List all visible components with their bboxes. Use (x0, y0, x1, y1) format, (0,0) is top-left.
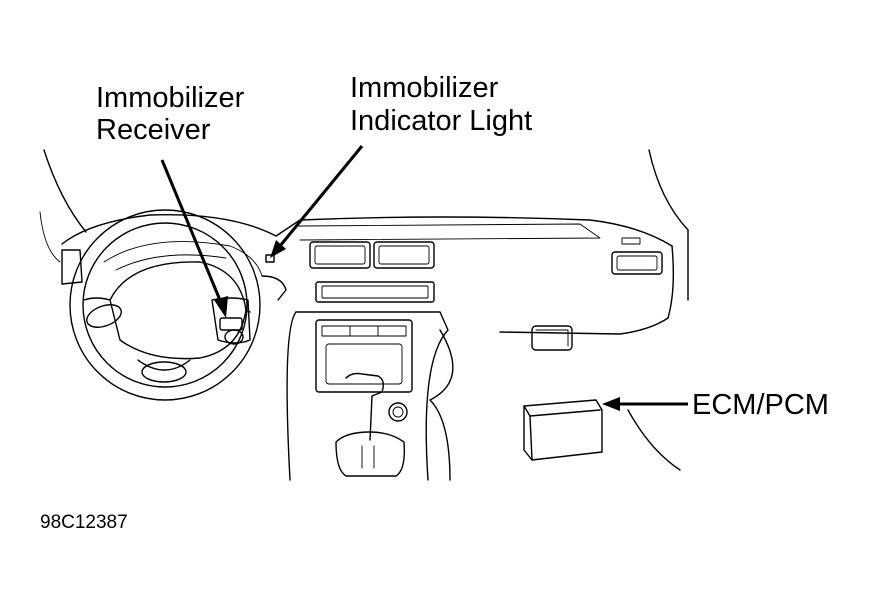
right-vent (611, 251, 663, 275)
dash-top (275, 216, 673, 247)
instrument-cluster (103, 241, 263, 277)
receiver-label-line2: Receiver (96, 114, 211, 146)
climate-panel (315, 319, 413, 393)
center-vent-left (309, 241, 371, 269)
center-console-outline (295, 311, 449, 481)
instrument-cluster-inner (115, 254, 227, 271)
horn-pad-bottom (141, 361, 187, 383)
radio-slot (315, 281, 435, 303)
receiver-label-line1: Immobilizer (96, 82, 245, 114)
receiver-arrow (160, 159, 228, 318)
ignition-key-cylinder (224, 329, 244, 345)
ecm-label: ECM/PCM (692, 389, 829, 421)
center-vent-right-inner (378, 245, 430, 265)
wiper-stalk (261, 275, 287, 301)
right-a-pillar (648, 149, 689, 231)
lighter (388, 402, 408, 422)
dash-top-left (61, 213, 277, 245)
steering-wheel-rim-inner (82, 222, 248, 388)
shift-lever (345, 372, 385, 441)
steering-spoke-left (83, 297, 111, 301)
lighter-inner (392, 406, 404, 418)
dash-top-inner (297, 223, 601, 241)
glovebox-handle-inner (535, 329, 569, 347)
dash-right-lower (499, 317, 669, 335)
lower-dash-right (429, 329, 454, 481)
right-vent-inner (616, 255, 658, 271)
ecm-box-corner (529, 415, 533, 461)
radio-slot-inner (321, 285, 429, 299)
indicator-label-line2: Indicator Light (350, 105, 533, 137)
immobilizer-receiver (219, 317, 243, 331)
indicator-label-line1: Immobilizer (350, 72, 499, 104)
left-vent (61, 249, 83, 285)
dash-right-end (667, 245, 675, 319)
climate-buttons (321, 325, 407, 337)
right-vent-tab (621, 237, 641, 245)
shift-gate (335, 431, 406, 477)
immobilizer-indicator-light (265, 254, 275, 263)
glovebox-handle (531, 325, 573, 351)
left-a-pillar (43, 149, 87, 233)
horn-pad-left (86, 304, 122, 328)
ecm-box (523, 399, 603, 461)
climate-display (325, 343, 403, 385)
steering-wheel-rim (69, 209, 261, 401)
center-console-left (286, 311, 297, 481)
ecm-arrow (602, 397, 688, 411)
floor-right (627, 409, 681, 471)
ecm-box-edge (523, 405, 601, 417)
indicator-arrow (270, 145, 364, 258)
center-vent-left-inner (314, 245, 366, 265)
center-vent-right (373, 241, 435, 269)
left-a-pillar-inner (39, 211, 61, 263)
figure-code: 98C12387 (40, 512, 128, 533)
steering-spoke-bottom (137, 359, 191, 371)
